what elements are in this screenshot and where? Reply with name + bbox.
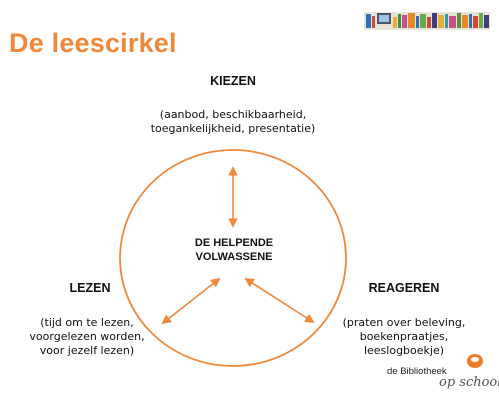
slide-title: De leescirkel [9,28,177,58]
bibliotheek-op-school-logo: de Bibliotheek op school [387,354,499,394]
arrow-to-lezen [161,277,221,325]
stage-description-reageren: (praten over beleving, boekenpraatjes, l… [318,316,490,358]
stage-description-kiezen: (aanbod, beschikbaarheid, toegankelijkhe… [130,108,336,136]
description-line: voorgelezen worden, [29,330,145,343]
description-line: leeslogboekje) [363,344,445,357]
arrow-to-reageren [244,277,315,324]
description-line: (praten over beleving, [342,316,466,329]
stage-heading-reageren: REAGEREN [368,281,440,295]
description-line: boekenpraatjes, [359,330,449,343]
description-line: (aanbod, beschikbaarheid, [159,108,307,121]
stage-heading-kiezen: KIEZEN [210,74,256,88]
logo-subline: op school [439,375,499,390]
logo-name: de Bibliotheek [387,366,447,377]
header-photo-banner [364,12,490,30]
description-line: (tijd om te lezen, [40,316,134,329]
stage-heading-lezen: LEZEN [69,281,111,295]
description-line: voor jezelf lezen) [39,344,135,357]
reading-circle [119,149,347,367]
logo-badge-icon [467,354,483,368]
description-line: toegankelijkheid, presentatie) [150,122,316,135]
stage-description-lezen: (tijd om te lezen, voorgelezen worden, v… [4,316,170,358]
